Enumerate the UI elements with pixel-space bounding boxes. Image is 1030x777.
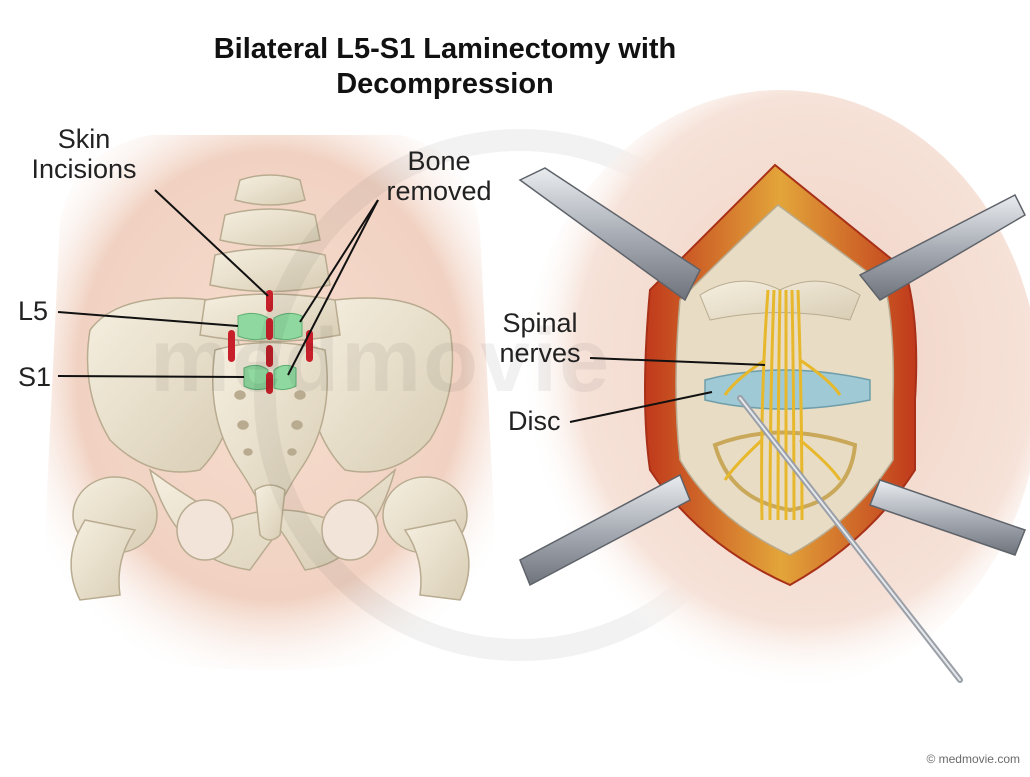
right-leader-lines — [569, 357, 766, 423]
label-l5: L5 — [18, 296, 49, 326]
label-disc: Disc — [508, 406, 561, 436]
label-s1: S1 — [18, 362, 52, 392]
title-line-2: Decompression — [336, 68, 554, 100]
lumbar-spine — [199, 174, 341, 541]
removed-bone-regions — [237, 312, 303, 391]
spinal-nerve-bundle — [723, 289, 842, 521]
watermark-text: medmovie — [150, 311, 612, 411]
pelvis — [70, 297, 470, 601]
surgical-view — [518, 90, 1030, 690]
label-spinal-nerves: Spinal nerves — [499, 308, 581, 368]
title-line-1: Bilateral L5-S1 Laminectomy with — [213, 33, 677, 65]
left-leader-lines — [57, 189, 379, 378]
retractors — [518, 167, 1026, 587]
label-skin-incisions: Skin Incisions — [31, 124, 137, 184]
copyright-notice: © medmovie.com — [926, 752, 1020, 766]
label-bone-removed: Bone removed — [386, 146, 492, 206]
diagram-title: Bilateral L5-S1 Laminectomy with Decompr… — [150, 32, 740, 102]
probe-instrument — [737, 395, 963, 683]
